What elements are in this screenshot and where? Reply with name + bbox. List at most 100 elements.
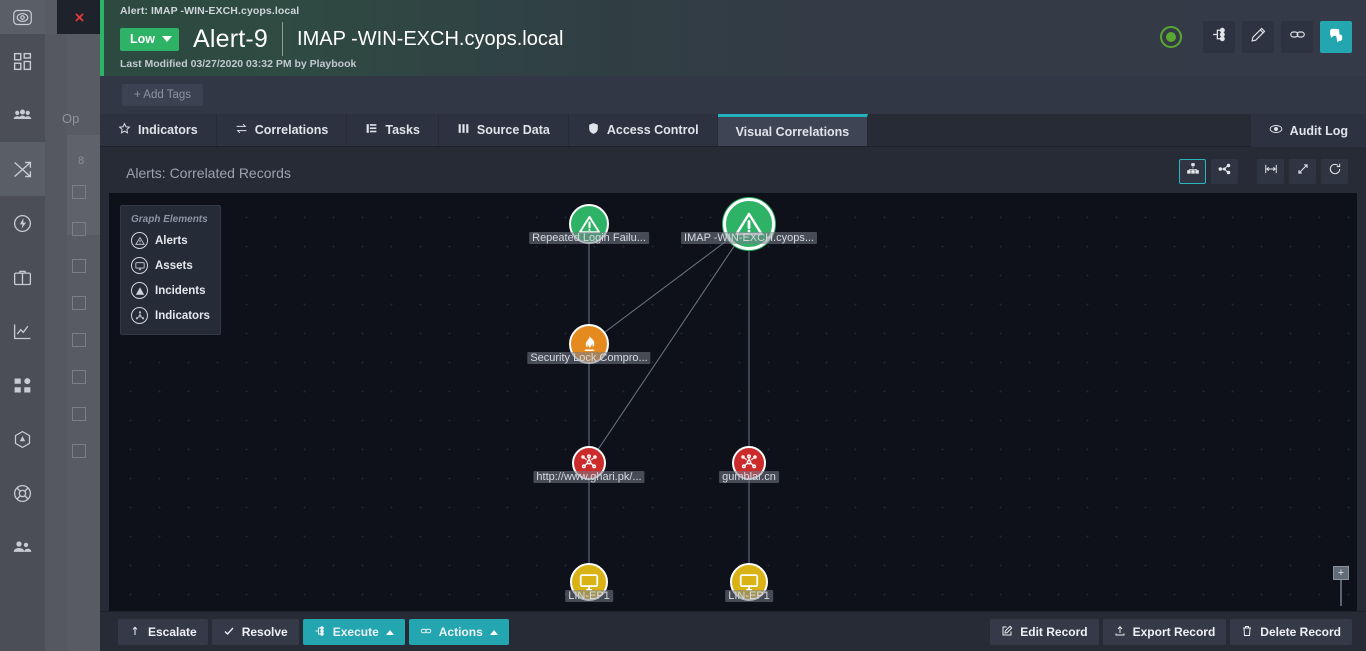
- tab-visual-correlations[interactable]: Visual Correlations: [717, 114, 869, 146]
- tab-label: Correlations: [254, 123, 329, 137]
- sidebar-item-correlations[interactable]: [0, 142, 45, 196]
- severity-dropdown[interactable]: Low: [120, 27, 179, 51]
- app-logo[interactable]: [0, 0, 45, 34]
- export-record-button[interactable]: Export Record: [1102, 619, 1227, 645]
- checkbox: [72, 185, 86, 199]
- sidebar-item-threat[interactable]: [0, 412, 45, 466]
- zoom-in-button[interactable]: +: [1333, 566, 1349, 580]
- lightning-bolt-icon: [12, 213, 33, 234]
- comments-button[interactable]: [1320, 21, 1352, 53]
- fit-width-button[interactable]: [1257, 159, 1284, 184]
- page-title: Alert-9: [193, 24, 269, 53]
- audit-log-button[interactable]: Audit Log: [1250, 114, 1366, 147]
- graph-node-label: gumblar.cn: [719, 471, 779, 483]
- shuffle-arrows-icon: [12, 159, 33, 180]
- graph-node-asset[interactable]: LIN-EP1: [565, 563, 613, 602]
- record-name: IMAP -WIN-EXCH.cyops.local: [297, 27, 564, 50]
- sidebar-item-help[interactable]: [0, 466, 45, 520]
- tab-label: Visual Correlations: [735, 124, 850, 139]
- radial-layout-button[interactable]: [1211, 159, 1238, 184]
- close-button[interactable]: ×: [57, 0, 102, 34]
- edit-record-button[interactable]: Edit Record: [990, 619, 1099, 645]
- incident-triangle-icon: [131, 282, 148, 299]
- shield-hex-icon: [12, 429, 33, 450]
- breadcrumb: Alert: IMAP -WIN-EXCH.cyops.local: [120, 5, 300, 17]
- sidebar-item-reports[interactable]: [0, 304, 45, 358]
- expand-button[interactable]: [1289, 159, 1316, 184]
- tab-label: Source Data: [476, 123, 550, 137]
- sidebar-item-people[interactable]: [0, 88, 45, 142]
- refresh-button[interactable]: [1321, 159, 1348, 184]
- background-panel-column: [45, 34, 67, 651]
- grid-table-icon: [457, 122, 470, 138]
- graph-node-label: Security Lock Compro...: [527, 352, 651, 364]
- tab-label: Indicators: [138, 123, 198, 137]
- graph-node-alert[interactable]: Repeated Login Failu...: [529, 204, 649, 244]
- footer-right-buttons: Edit Record Export Record Delete Record: [990, 619, 1352, 645]
- footer-action-bar: Escalate Resolve Execute: [100, 611, 1366, 651]
- dashboard-grid-icon: [12, 51, 33, 72]
- radial-layout-icon: [1218, 162, 1232, 181]
- grid-squares-icon: [12, 375, 33, 396]
- legend-label: Indicators: [155, 309, 210, 322]
- zoom-slider[interactable]: +: [1333, 566, 1349, 606]
- button-label: Escalate: [148, 625, 197, 639]
- hierarchy-icon: [1211, 26, 1228, 48]
- graph-node-indicator[interactable]: http://www.ghari.pk/...: [533, 446, 645, 483]
- add-tags-button[interactable]: + Add Tags: [122, 84, 204, 106]
- button-label: Execute: [332, 625, 379, 639]
- tab-tasks[interactable]: Tasks: [347, 114, 439, 146]
- legend-item-alerts: Alerts: [131, 232, 210, 249]
- graph-canvas[interactable]: Repeated Login Failu... IMAP -WIN-EXCH.cy…: [108, 192, 1358, 617]
- sidebar-item-cases[interactable]: [0, 250, 45, 304]
- link-button[interactable]: [1281, 21, 1313, 53]
- pencil-icon: [1250, 26, 1267, 48]
- star-icon: [118, 122, 131, 138]
- link-icon: [420, 625, 432, 640]
- tab-correlations[interactable]: Correlations: [216, 114, 348, 146]
- last-modified-text: Last Modified 03/27/2020 03:32 PM by Pla…: [120, 58, 357, 70]
- graph-legend: Graph Elements Alerts Assets: [120, 205, 221, 335]
- expand-diagonal-icon: [1296, 162, 1310, 181]
- legend-item-indicators: Indicators: [131, 307, 210, 324]
- hierarchy-layout-button[interactable]: [1179, 159, 1206, 184]
- record-header: Alert: IMAP -WIN-EXCH.cyops.local Low Al…: [100, 0, 1366, 76]
- checkbox: [72, 259, 86, 273]
- list-table-icon: [365, 122, 378, 138]
- escalate-button[interactable]: Escalate: [118, 619, 208, 645]
- graph-node-incident[interactable]: Security Lock Compro...: [527, 324, 651, 364]
- legend-item-incidents: Incidents: [131, 282, 210, 299]
- sidebar-item-modules[interactable]: [0, 358, 45, 412]
- graph-node-asset[interactable]: LIN-EP1: [725, 563, 773, 602]
- button-label: Export Record: [1132, 625, 1216, 639]
- sidebar-item-dashboard[interactable]: [0, 34, 45, 88]
- actions-button[interactable]: Actions: [408, 619, 509, 645]
- background-checkbox-list: [72, 185, 100, 481]
- button-label: Actions: [438, 625, 483, 639]
- shield-icon: [587, 122, 600, 138]
- divider: [282, 22, 284, 56]
- legend-label: Incidents: [155, 284, 206, 297]
- sidebar-item-users[interactable]: [0, 520, 45, 574]
- chevron-down-icon: [162, 36, 172, 42]
- zoom-slider-track[interactable]: [1340, 580, 1342, 606]
- resolve-button[interactable]: Resolve: [211, 619, 299, 645]
- tab-source-data[interactable]: Source Data: [438, 114, 569, 146]
- tab-bar: Indicators Correlations Tasks Source Dat…: [100, 114, 1366, 147]
- tab-indicators[interactable]: Indicators: [100, 114, 217, 146]
- trash-icon: [1241, 625, 1253, 640]
- graph-node-indicator[interactable]: gumblar.cn: [719, 446, 779, 483]
- refresh-icon: [1328, 162, 1342, 181]
- execute-button[interactable]: Execute: [302, 619, 405, 645]
- arrows-exchange-icon: [235, 122, 248, 138]
- button-label: Delete Record: [1260, 625, 1341, 639]
- green-status-dot-icon: [1160, 26, 1182, 48]
- sidebar-item-automation[interactable]: [0, 196, 45, 250]
- delete-record-button[interactable]: Delete Record: [1230, 619, 1352, 645]
- relations-button[interactable]: [1203, 21, 1235, 53]
- tab-access-control[interactable]: Access Control: [568, 114, 718, 146]
- edit-button[interactable]: [1242, 21, 1274, 53]
- graph-node-alert[interactable]: IMAP -WIN-EXCH.cyops...: [681, 198, 817, 250]
- close-icon: ×: [74, 7, 85, 27]
- tag-bar: + Add Tags: [100, 76, 1366, 114]
